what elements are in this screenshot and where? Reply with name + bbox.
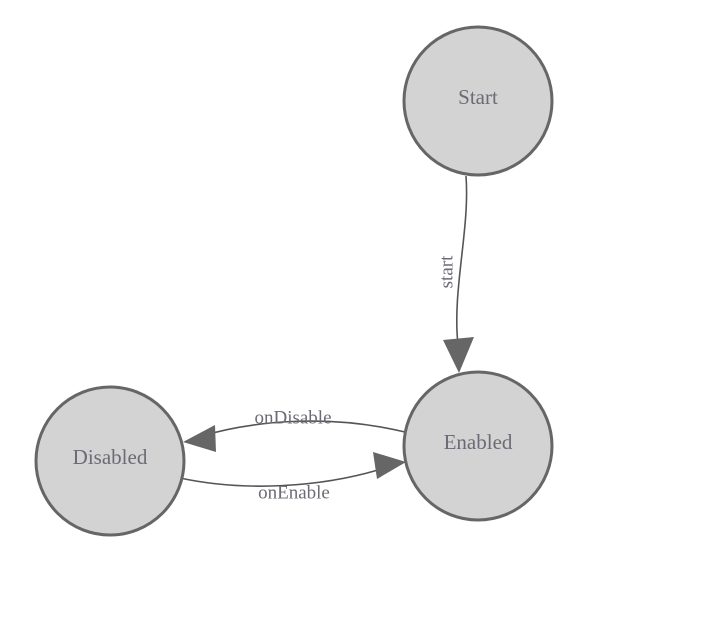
edge-disabled-to-enabled-path	[179, 469, 379, 487]
edge-enabled-to-disabled[interactable]	[183, 420, 406, 452]
state-node-enabled-circle	[402, 370, 554, 522]
state-node-enabled[interactable]: Enabled	[402, 370, 554, 522]
state-node-disabled-label: Disabled	[73, 445, 148, 469]
edge-enabled-to-disabled-path	[197, 420, 406, 438]
edge-label-start: start	[436, 255, 457, 288]
edge-label-on-disable: onDisable	[254, 407, 331, 428]
state-node-disabled-circle	[34, 385, 186, 537]
edge-start-to-enabled-path	[455, 175, 468, 346]
state-node-start-label: Start	[458, 85, 498, 109]
edge-start-to-enabled-arrowhead	[443, 337, 474, 373]
edge-enabled-to-disabled-arrowhead	[183, 425, 216, 452]
edge-disabled-to-enabled[interactable]	[179, 452, 406, 487]
state-node-enabled-label: Enabled	[444, 430, 513, 454]
edge-start-to-enabled[interactable]	[443, 175, 474, 373]
state-node-start-circle	[402, 25, 554, 177]
state-node-start[interactable]: Start	[402, 25, 554, 177]
edge-label-on-enable: onEnable	[258, 482, 330, 503]
edge-disabled-to-enabled-arrowhead	[373, 452, 406, 479]
state-node-disabled[interactable]: Disabled	[34, 385, 186, 537]
